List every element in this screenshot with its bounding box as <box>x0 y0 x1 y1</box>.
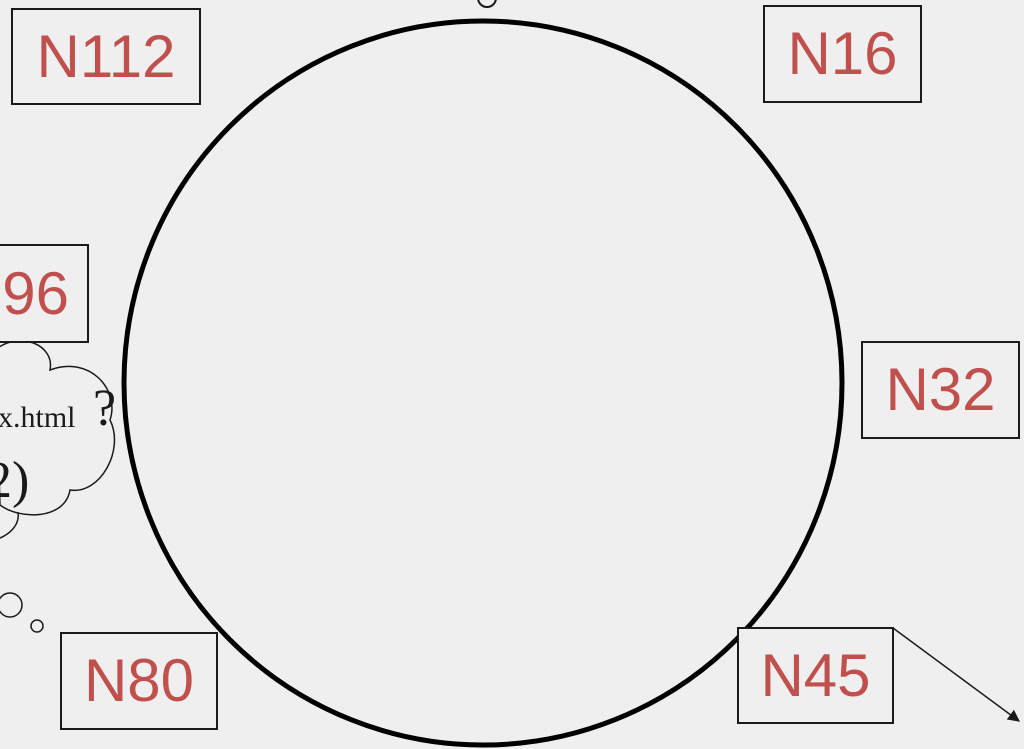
top-small-circle <box>478 0 496 7</box>
thought-bubble-small <box>0 593 22 617</box>
thought-bubble-tiny <box>31 620 43 632</box>
ring-circle <box>124 21 842 745</box>
node-n80-label: N80 <box>84 651 194 711</box>
thought-cloud <box>0 341 114 540</box>
node-n45: N45 <box>737 627 894 724</box>
node-n112: N112 <box>11 8 201 105</box>
node-n16: N16 <box>763 5 922 103</box>
node-n96: 96 <box>0 244 89 343</box>
node-n96-label: 96 <box>2 264 69 324</box>
cloud-closing-text: 2) <box>0 455 29 507</box>
node-n16-label: N16 <box>787 24 897 84</box>
n45-arrow <box>893 628 1019 721</box>
node-n112-label: N112 <box>37 27 176 87</box>
node-n45-label: N45 <box>760 646 870 706</box>
cloud-question-mark: ? <box>93 383 116 435</box>
node-n80: N80 <box>60 632 218 730</box>
thought-bubbles <box>0 593 43 632</box>
node-n32: N32 <box>861 341 1020 439</box>
node-n32-label: N32 <box>885 360 995 420</box>
cloud-query-text: x.html <box>0 403 76 433</box>
